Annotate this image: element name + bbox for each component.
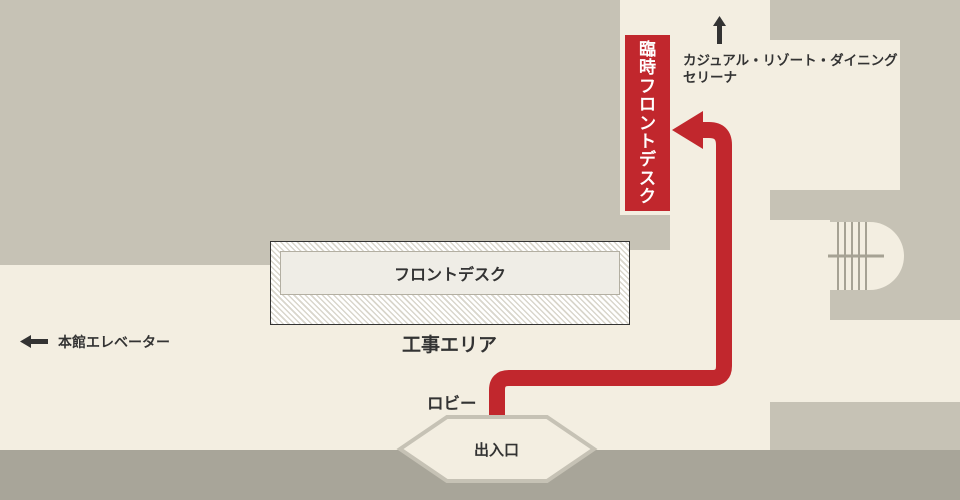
route-arrow-icon	[489, 111, 732, 428]
front-desk-label: フロントデスク	[393, 265, 506, 284]
entrance-shape	[396, 415, 598, 483]
restaurant-name-line1: カジュアル・リゾート・ダイニング	[683, 53, 898, 69]
wall-right-mid	[770, 190, 960, 220]
temporary-front-desk: 臨時フロントデスク	[625, 35, 670, 211]
construction-area-label: 工事エリア	[402, 334, 498, 356]
wall-right-lower	[770, 402, 960, 450]
lobby-label: ロビー	[427, 394, 477, 413]
entrance-label: 出入口	[474, 441, 520, 459]
wall-upper-right	[770, 0, 960, 40]
wall-upper-left	[0, 0, 620, 265]
main-elevator-label: 本館エレベーター	[58, 335, 170, 351]
front-desk: フロントデスク	[280, 251, 620, 295]
arrow-left-icon	[20, 335, 48, 348]
arrow-up-icon	[713, 16, 726, 44]
temporary-front-desk-label: 臨時フロントデスク	[639, 40, 656, 208]
staircase	[828, 222, 904, 290]
restaurant-name-line2: セリーナ	[683, 70, 737, 86]
